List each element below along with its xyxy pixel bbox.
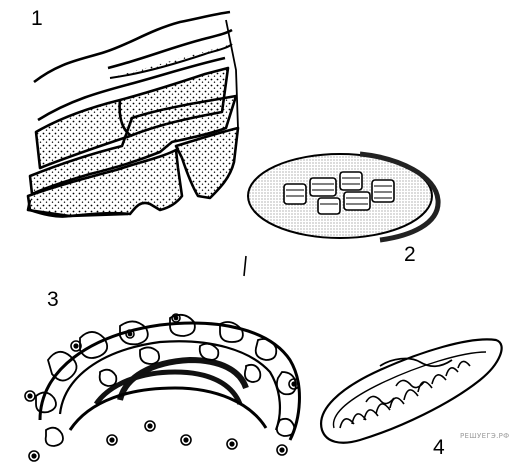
watermark: РЕШУЕГЭ.РФ [460,432,509,440]
figure-3-golgi-network [25,314,299,461]
label-figure-4: 4 [433,437,445,458]
label-figure-2: 2 [404,244,416,265]
label-figure-1: 1 [31,8,43,29]
figure-1-rough-er [28,12,238,217]
figure-4-mitochondrion [321,339,502,442]
label-figure-3: 3 [47,289,59,310]
